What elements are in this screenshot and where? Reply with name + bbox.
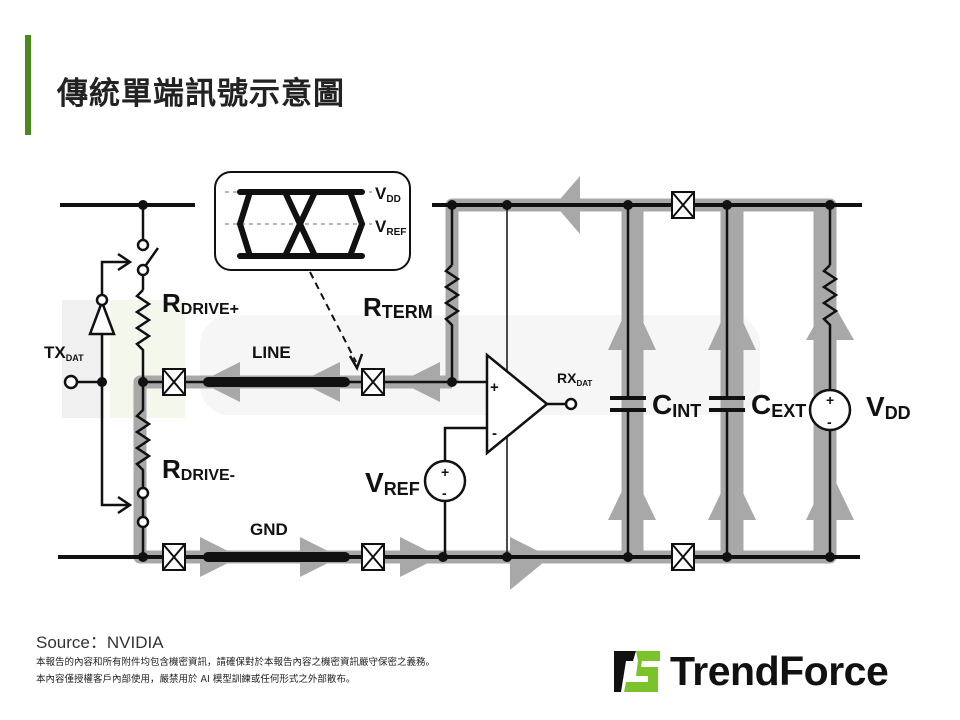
accent-bar [25, 35, 31, 135]
source-text: Source：NVIDIA [36, 633, 164, 652]
cint-label: CINT [652, 389, 701, 421]
vref-plus: + [441, 464, 449, 480]
cext-label: CEXT [751, 389, 806, 421]
opamp-minus: - [492, 425, 497, 442]
vdd-minus: - [827, 414, 832, 430]
trendforce-logo-icon [614, 651, 660, 692]
line-label: LINE [252, 343, 291, 362]
rdrive-minus-label: RDRIVE- [162, 454, 235, 484]
vref-minus: - [442, 485, 447, 501]
txdat-label: TXDAT [44, 343, 84, 363]
connectors [162, 191, 695, 571]
gnd-label: GND [250, 520, 288, 539]
vdd-source-icon [808, 388, 852, 432]
rdrive-plus-label: RDRIVE+ [162, 288, 239, 318]
terminals [63, 238, 852, 529]
rxdat-label: RXDAT [557, 370, 592, 388]
usage-notice: 本內容僅授權客戶內部使用，嚴禁用於 AI 模型訓練或任何形式之外部散布。 [36, 674, 356, 685]
logo-text: TrendForce [670, 647, 889, 694]
eye-vdd-label: VDD [375, 184, 401, 205]
vref-label: VREF [365, 467, 420, 499]
trendforce-logo: TrendForce [612, 647, 889, 694]
opamp-plus: + [490, 379, 499, 396]
eye-diagram: VDD VREF [214, 171, 411, 271]
confidentiality-notice: 本報告的內容和所有附件均包含機密資訊，請確保對於本報告內容之機密資訊嚴守保密之義… [36, 657, 436, 668]
page-title: 傳統單端訊號示意圖 [57, 76, 345, 112]
eye-vref-label: VREF [375, 217, 406, 238]
vdd-plus: + [826, 392, 834, 408]
rterm-label: RTERM [363, 292, 433, 322]
vref-source-icon [423, 459, 467, 503]
junctions [97, 200, 835, 562]
vdd-label: VDD [866, 391, 911, 423]
